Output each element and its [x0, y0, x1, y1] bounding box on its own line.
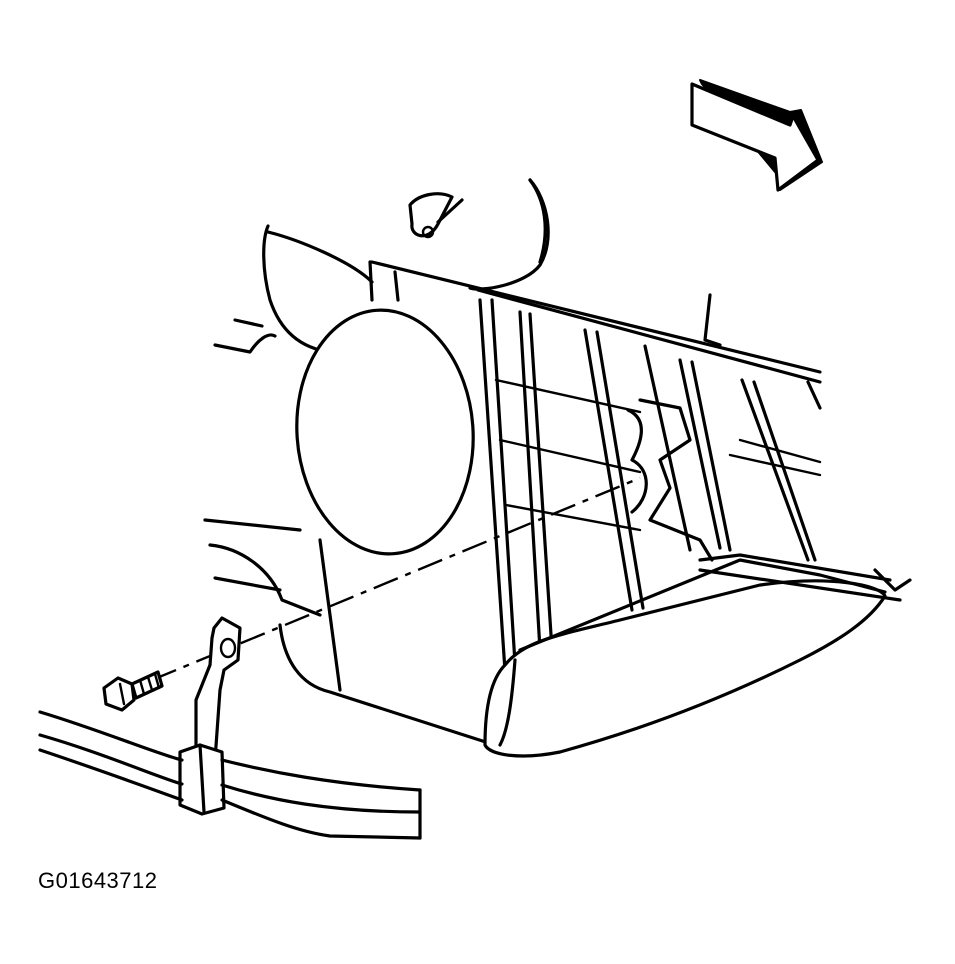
figure-id-label: G01643712 — [38, 868, 158, 893]
fuel-pipes — [38, 710, 422, 840]
direction-arrow — [690, 79, 823, 192]
bolt — [102, 670, 164, 712]
intake-manifold — [203, 178, 912, 758]
alignment-line — [151, 476, 641, 682]
bracket — [178, 616, 242, 816]
